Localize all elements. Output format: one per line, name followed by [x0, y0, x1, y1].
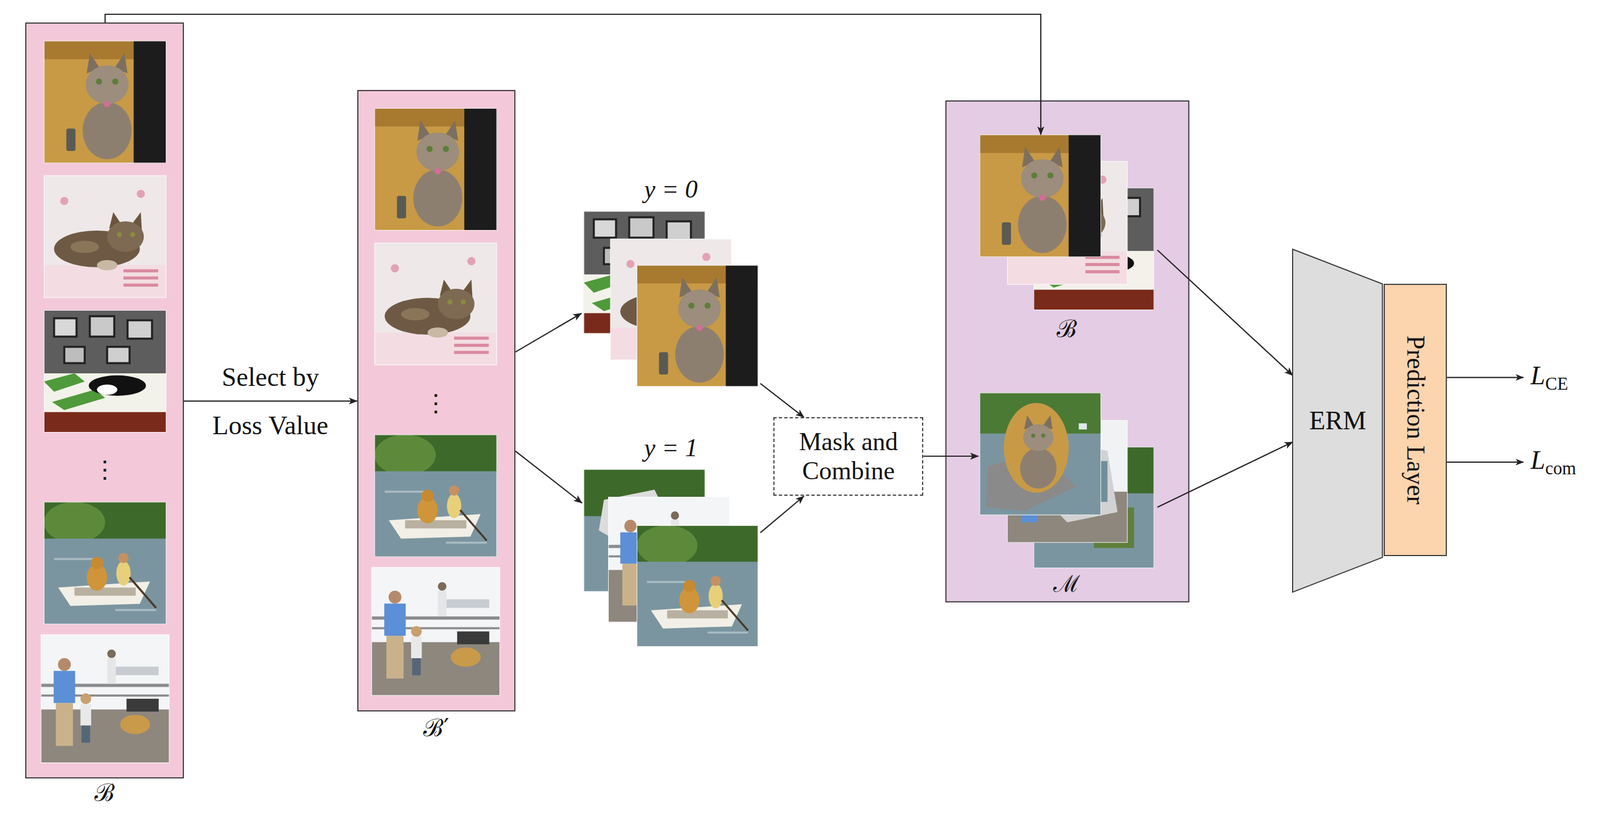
prediction-layer: Prediction Layer — [1383, 283, 1447, 557]
panel-fill — [357, 90, 516, 712]
node-label: ℬ — [1056, 316, 1077, 341]
node-label: Mask and Combine — [774, 427, 923, 486]
photo — [979, 134, 1102, 257]
node-label: y = 1 — [644, 434, 698, 463]
photo — [43, 175, 167, 299]
output-arrow — [1446, 461, 1524, 463]
node-label: ERM — [1292, 405, 1383, 436]
connector-arrow — [105, 14, 1042, 135]
photo — [374, 434, 497, 558]
ellipsis-dots: ⋮ — [92, 456, 117, 483]
connector-arrow — [923, 455, 979, 457]
batch-panel: ℬ — [25, 22, 184, 779]
photo — [371, 566, 501, 696]
connector-arrow — [1157, 441, 1294, 508]
photo — [43, 501, 167, 625]
connector-arrow — [760, 383, 805, 418]
loss-label: Lcom — [1530, 445, 1577, 479]
node-label: Prediction Layer — [1401, 335, 1430, 505]
loss-subscript: CE — [1545, 373, 1569, 394]
panel-fill — [25, 22, 184, 779]
node-label: ℬ′ — [423, 715, 449, 740]
connector-arrow — [183, 400, 358, 402]
photo — [979, 392, 1102, 515]
output-arrow — [1446, 376, 1524, 378]
ellipsis-dots: ⋮ — [423, 389, 448, 417]
node-label: ℬ — [94, 780, 115, 805]
connector-arrow — [515, 451, 583, 504]
photo — [40, 634, 170, 763]
loss-symbol: L — [1530, 360, 1546, 390]
photo — [43, 40, 167, 164]
edge-label: Select by Loss Value — [201, 352, 340, 450]
photo — [636, 265, 759, 387]
connector-arrow — [515, 313, 582, 353]
node-label: y = 0 — [644, 175, 698, 204]
mixed-batch-panel — [945, 100, 1189, 602]
image-stack: y = 0 — [583, 211, 759, 387]
process-box: Mask and Combine — [773, 417, 924, 496]
node-label: ℳ — [1053, 572, 1081, 596]
photo — [374, 242, 497, 366]
image-stack: y = 1 — [583, 469, 759, 647]
connector-arrow — [1157, 250, 1294, 376]
model-block: ERM — [1292, 249, 1383, 593]
photo — [43, 310, 167, 433]
trapezoid-outline — [1292, 249, 1383, 593]
photo — [374, 108, 497, 231]
loss-subscript: com — [1545, 458, 1576, 479]
image-stack: ℬ — [979, 134, 1155, 311]
photo — [636, 525, 759, 647]
loss-label: LCE — [1530, 361, 1569, 395]
image-stack: ℳ — [979, 393, 1155, 569]
loss-symbol: L — [1530, 445, 1546, 475]
connector-arrow — [760, 496, 805, 533]
